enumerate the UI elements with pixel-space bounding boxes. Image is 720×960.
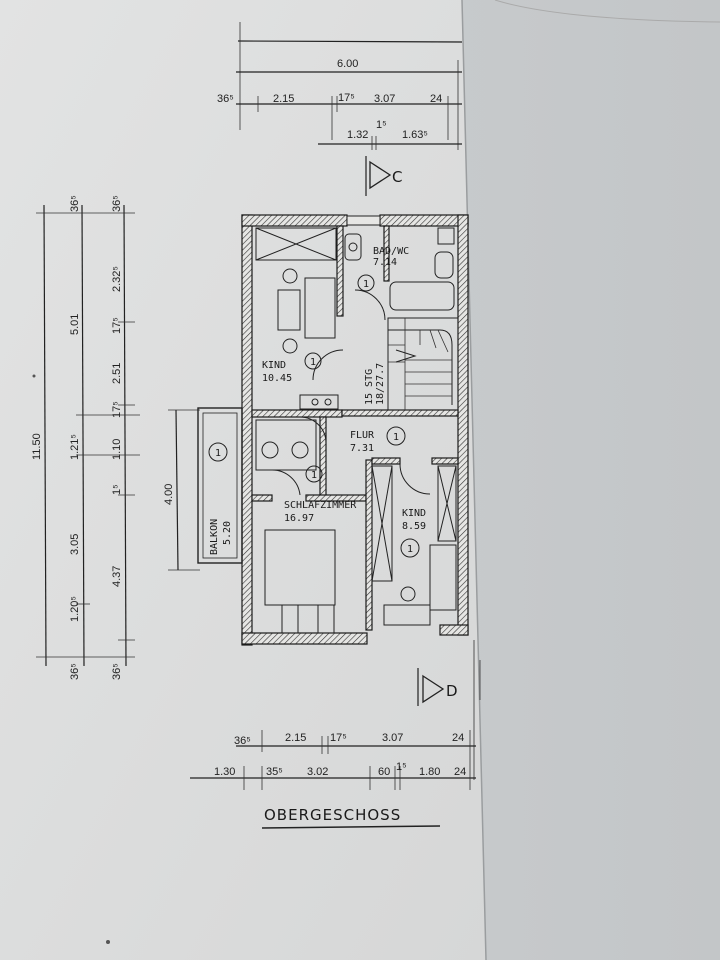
room-name-schlaf: SCHLAFZIMMER [284,500,357,511]
dim-bottom-1: 36⁵ [234,735,251,747]
dim-bottom-6: 1.30 [214,766,235,778]
dim-top-2: 2.15 [273,93,294,105]
room-area-balkon: 5.20 [222,521,233,545]
dim-bottom-3: 17⁵ [330,732,347,744]
dim-left-b2: 2.32⁵ [111,266,123,292]
room-area-schlaf: 16.97 [284,513,314,524]
dim-overall-depth: 11.50 [31,433,43,460]
room-num-schlaf: 1 [311,470,317,481]
room-num-kind-1: 1 [310,357,316,368]
room-labels: BAD/WC 7.14 1 KIND 10.45 1 15 STG 18/27.… [208,246,426,558]
room-name-flur: FLUR [350,430,375,441]
section-label-c: C [392,168,403,186]
stairs-label: 15 STG [364,369,375,405]
dim-bottom-5: 24 [452,732,464,744]
dim-bottom-10: 1⁵ [396,761,407,773]
dim-left-b4: 2.51 [111,363,123,384]
room-num-flur: 1 [393,432,399,443]
dim-bottom-7: 35⁵ [266,766,283,778]
dim-left-b6: 1.10 [111,439,123,460]
dim-left-a6: 36⁵ [69,663,81,680]
room-num-kind-2: 1 [407,544,413,555]
svg-text:1: 1 [363,279,369,290]
dim-left-b7: 1⁵ [111,484,123,495]
dim-left-b5: 17⁵ [111,401,123,418]
dim-top-sub-2: 1⁵ [376,119,387,131]
dim-left-b3: 17⁵ [111,317,123,334]
dim-top-1: 36⁵ [217,93,234,105]
room-area-flur: 7.31 [350,443,374,454]
section-marker-c: C [365,156,403,196]
left-dimensions: 11.50 36⁵ 5.01 1.21⁵ 3.05 1.20⁵ 36⁵ 36⁵ … [31,195,200,680]
dim-left-a2: 5.01 [69,314,81,335]
dim-top-4: 3.07 [374,93,395,105]
room-area-kind-1: 10.45 [262,373,292,384]
top-dimensions: 6.00 36⁵ 2.15 17⁵ 3.07 24 1.32 1⁵ 1.63⁵ [217,22,463,150]
room-name-balkon: BALKON [209,519,220,555]
room-num-balkon: 1 [215,448,221,459]
dim-top-3: 17⁵ [338,92,355,104]
staircase [387,317,459,411]
dim-left-a4: 3.05 [69,534,81,555]
dim-bottom-2: 2.15 [285,732,306,744]
dim-bottom-4: 3.07 [382,732,403,744]
dim-top-5: 24 [430,93,442,105]
dim-left-b9: 36⁵ [111,663,123,680]
room-name-bad: BAD/WC [373,246,409,257]
section-marker-d: D [417,640,481,780]
room-area-kind-2: 8.59 [402,521,426,532]
dim-bottom-12: 24 [454,766,466,778]
dim-top-sub-1: 1.32 [347,129,368,141]
room-area-bad: 7.14 [373,257,397,268]
room-name-kind-2: KIND [402,508,426,519]
dim-left-a5: 1.20⁵ [69,596,81,622]
dim-bottom-11: 1.80 [419,766,440,778]
bottom-dimensions: 36⁵ 2.15 17⁵ 3.07 24 1.30 35⁵ 3.02 60 1⁵… [190,730,476,790]
dim-balkon: 4.00 [163,484,175,505]
stairs-ratio: 18/27.7 [375,363,386,405]
dim-left-b8: 4.37 [111,566,123,587]
dim-left-a1: 36⁵ [69,195,81,212]
dim-top-sub-3: 1.63⁵ [402,129,428,141]
dim-overall-width: 6.00 [337,58,358,70]
plan-title: OBERGESCHOSS [264,806,401,824]
section-label-d: D [446,682,459,700]
dim-left-a3: 1.21⁵ [69,434,81,460]
dim-left-b1: 36⁵ [111,195,123,212]
dim-bottom-9: 60 [378,766,390,778]
dim-bottom-8: 3.02 [307,766,328,778]
floor-plan [197,214,469,646]
room-name-kind-1: KIND [262,360,286,371]
